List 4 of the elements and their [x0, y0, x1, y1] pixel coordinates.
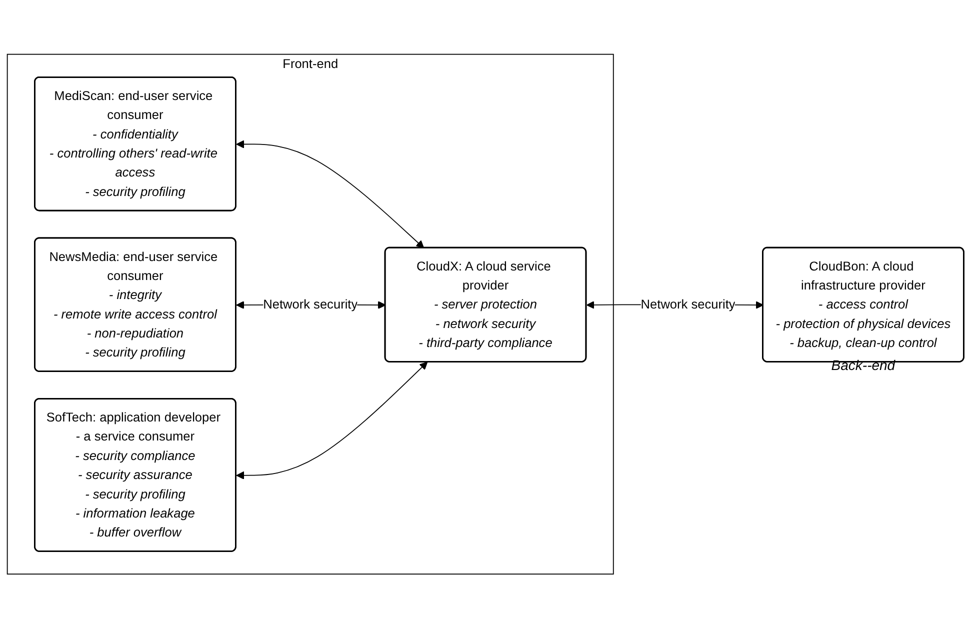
arrow	[236, 362, 428, 480]
edge-label: Network security	[263, 296, 358, 312]
arrow	[236, 140, 424, 248]
edge-label: Network security	[640, 296, 736, 312]
